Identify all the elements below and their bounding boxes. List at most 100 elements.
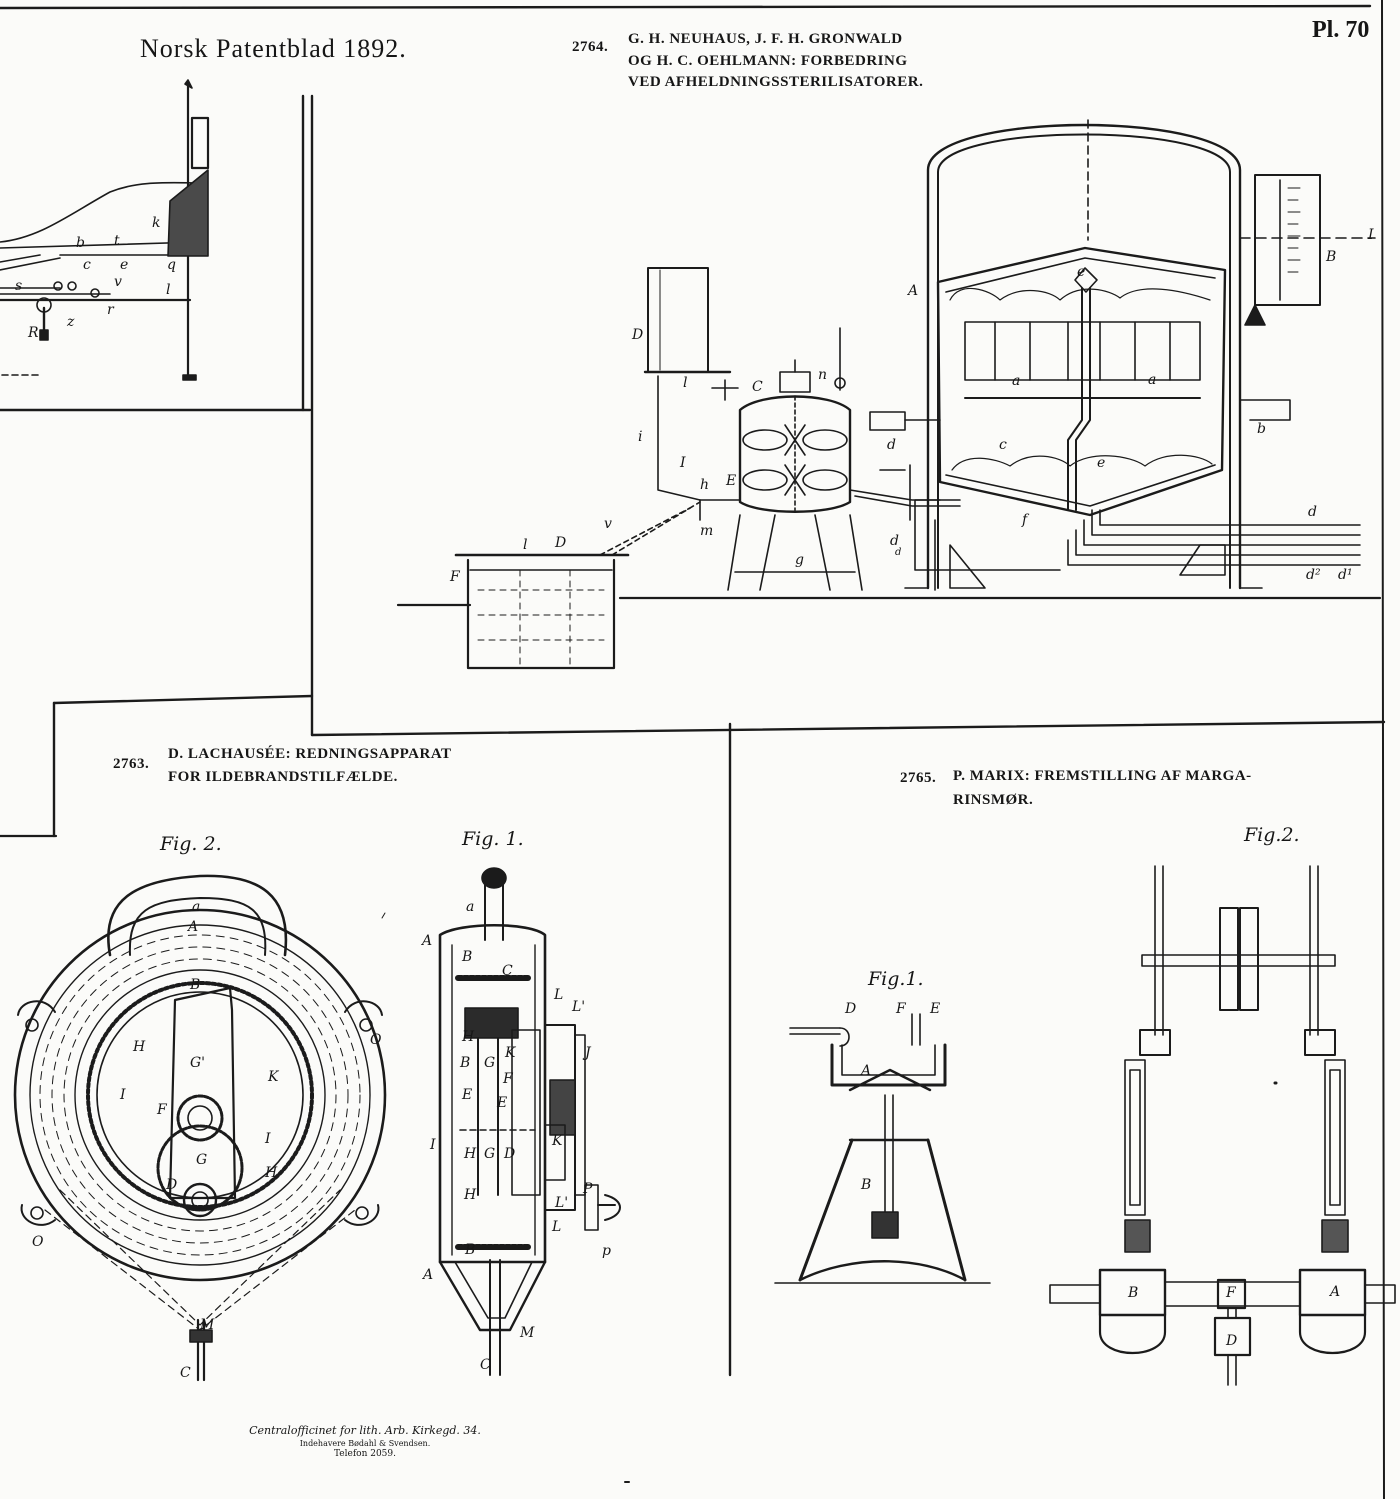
figure-2765-fig1-title: Fig.1. [868, 968, 924, 990]
label-2764-d2: d² [1306, 567, 1321, 583]
label-2763f1-M: M [520, 1325, 535, 1341]
label-2764-d: d [887, 437, 896, 453]
label-tl-c: c [83, 257, 91, 273]
label-2765f1-F: F [896, 1001, 906, 1017]
label-2763f1-H1: H [462, 1029, 475, 1045]
label-2763f1-L1-lower: L' [555, 1195, 569, 1211]
label-2763f2-D: D [166, 1177, 178, 1193]
label-2763f1-E1: E [462, 1087, 473, 1103]
label-2764-B: B [1326, 249, 1337, 265]
label-2765f2-D: D [1226, 1333, 1238, 1349]
figure-2765-fig1 [774, 1013, 991, 1284]
caption-2763-line2: FOR ILDEBRANDSTILFÆLDE. [168, 769, 398, 785]
label-2763f1-B-top: B [462, 949, 473, 965]
label-2764-e-bottom: e [1097, 455, 1106, 471]
caption-2764-line1: G. H. NEUHAUS, J. F. H. GRONWALD [628, 31, 903, 47]
label-2763f1-B-low: B [465, 1242, 476, 1258]
label-2763f1-L: L [554, 987, 564, 1003]
label-2763f2-K: K [268, 1069, 279, 1085]
caption-2764-number: 2764. [572, 39, 609, 55]
label-2763f1-J: J [585, 1045, 591, 1061]
figure-2765-fig2-title: Fig.2. [1244, 824, 1300, 846]
label-2763f1-E2: E [497, 1095, 508, 1111]
caption-2765-number: 2765. [900, 770, 937, 786]
label-2763f1-L-low: L [552, 1219, 562, 1235]
label-tl-k: k [152, 215, 161, 231]
label-tl-z: z [67, 314, 75, 330]
figure-2763-fig2 [13, 874, 387, 1382]
figure-topleft-partial [0, 79, 210, 381]
label-2763f1-D: D [504, 1146, 516, 1162]
figure-2765-fig2 [1049, 865, 1396, 1386]
label-2763f2-O-right: O [370, 1032, 382, 1048]
label-2764-A: A [908, 283, 919, 299]
speckles [381, 912, 1278, 1483]
label-2765f1-D: D [845, 1001, 857, 1017]
label-2763f2-H1: H [133, 1039, 146, 1055]
label-2763f2-G1: G' [190, 1055, 206, 1071]
label-2763f1-P: P [583, 1181, 593, 1197]
plate-number: Pl. 70 [1312, 17, 1370, 43]
caption-2765-line2: RINSMØR. [953, 792, 1034, 808]
label-tl-q: q [167, 257, 176, 273]
label-2763f2-B: B [190, 977, 201, 993]
label-2764-I-right: I [1368, 227, 1374, 243]
label-tl-b: b [76, 235, 85, 251]
label-2764-g: g [795, 552, 804, 568]
label-2764-i: i [638, 429, 643, 445]
label-2763f1-A-low: A [423, 1267, 434, 1283]
figure-2764-sterilizer [396, 119, 1382, 670]
label-2765f2-B: B [1128, 1285, 1139, 1301]
label-2764-e-top: e [1077, 264, 1086, 280]
caption-2765-line1: P. MARIX: FREMSTILLING AF MARGA- [953, 768, 1252, 784]
label-2763f1-G: G [484, 1146, 496, 1162]
label-2763f2-M: M [200, 1317, 215, 1333]
figure-2763-fig2-title: Fig. 2. [160, 833, 222, 855]
label-tl-e: e [120, 257, 129, 273]
label-2763f2-H2: H [265, 1165, 278, 1181]
label-2763f1-G-mid: G [484, 1055, 496, 1071]
label-2764-d-right: d [1308, 504, 1317, 520]
label-2763f1-H-low: H [464, 1187, 477, 1203]
label-2764-b: b [1257, 421, 1266, 437]
label-2763f1-a: a [466, 899, 475, 915]
imprint-line1: Centralofficinet for lith. Arb. Kirkegd.… [249, 1424, 481, 1437]
label-tl-R: R [28, 325, 39, 341]
label-2764-F: F [450, 569, 460, 585]
label-2765f1-B: B [861, 1177, 872, 1193]
label-2764-d1: d¹ [1338, 567, 1353, 583]
imprint-line3: Telefon 2059. [333, 1449, 396, 1459]
label-2764-c: c [999, 437, 1007, 453]
label-2765f1-A: A [861, 1063, 872, 1079]
label-tl-r: r [107, 302, 114, 318]
label-2763f2-C: C [180, 1365, 191, 1381]
label-2764-f: f [1022, 512, 1028, 528]
caption-2764-line2: OG H. C. OEHLMANN: FORBEDRING [628, 53, 908, 69]
label-2763f2-I1: I [120, 1087, 126, 1103]
label-2763f1-A-top: A [422, 933, 433, 949]
label-2763f1-H: H [464, 1146, 477, 1162]
label-2764-E: E [726, 473, 737, 489]
label-2763f2-I2: I [265, 1131, 271, 1147]
label-2764-a1: a [1012, 373, 1021, 389]
label-2764-v: v [604, 516, 612, 532]
label-2763f2-a: a [192, 899, 201, 915]
caption-2764-line3: VED AFHELDNINGSSTERILISATORER. [628, 74, 924, 90]
label-2764-l: l [683, 375, 688, 391]
label-2763f1-I: I [430, 1137, 436, 1153]
label-2763f1-L1: L' [572, 999, 586, 1015]
label-2763f1-K-top: K [505, 1045, 516, 1061]
label-2764-d-lower: d [890, 533, 899, 549]
label-2763f1-K: K [552, 1133, 563, 1149]
label-2765f1-E: E [930, 1001, 941, 1017]
label-2763f2-O-bottom: O [32, 1234, 44, 1250]
label-2765f2-A: A [1330, 1284, 1341, 1300]
caption-2763-line1: D. LACHAUSÉE: REDNINGSAPPARAT [168, 746, 452, 762]
label-2764-l-tank: l [523, 537, 528, 553]
label-2763f2-G: G [196, 1152, 208, 1168]
label-2763f1-p: p [602, 1243, 611, 1259]
label-2763f2-F: F [157, 1102, 167, 1118]
